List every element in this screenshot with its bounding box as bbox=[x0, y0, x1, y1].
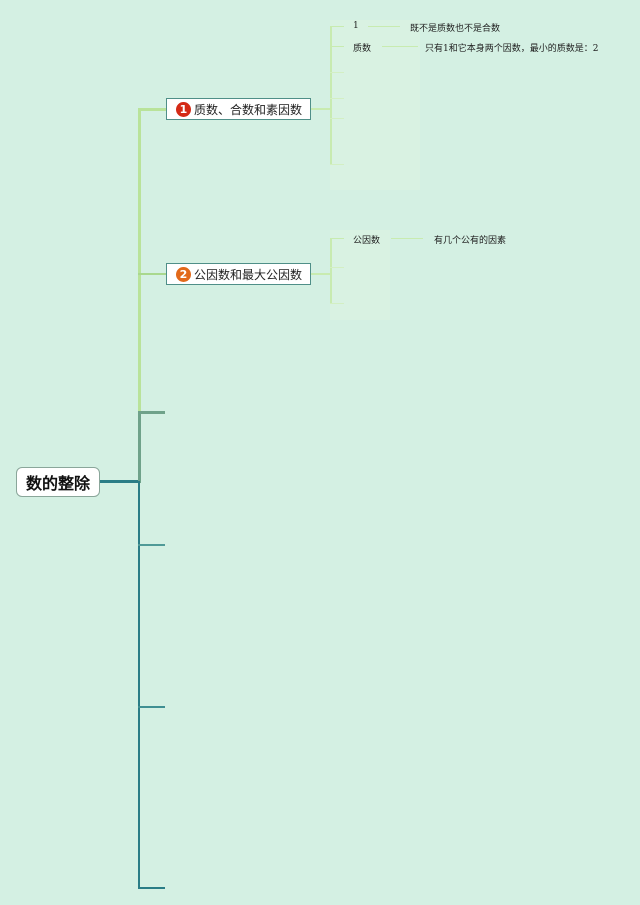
branch-empty-6 bbox=[138, 887, 165, 889]
leaf-stub bbox=[330, 303, 344, 304]
branch-topic-1 bbox=[138, 108, 166, 111]
leaf-stub bbox=[330, 46, 344, 47]
topic-node-1[interactable]: 1 质数、合数和素因数 bbox=[166, 98, 311, 120]
root-connector bbox=[99, 480, 140, 483]
leaf-stub bbox=[330, 98, 344, 99]
branch-empty-5 bbox=[138, 706, 165, 708]
leaf-stub bbox=[330, 72, 344, 73]
trunk-upper bbox=[138, 108, 141, 413]
leaf-stub bbox=[330, 267, 344, 268]
topic-label-2: 公因数和最大公因数 bbox=[194, 267, 303, 282]
branch-empty-4 bbox=[138, 544, 165, 546]
number-badge-2: 2 bbox=[176, 266, 191, 282]
trunk-lower bbox=[138, 481, 140, 889]
topic-2-connector bbox=[311, 273, 331, 275]
topic-label-1: 质数、合数和素因数 bbox=[194, 102, 303, 117]
leaf-stub bbox=[330, 26, 344, 27]
leaf-stub bbox=[330, 118, 344, 119]
branch-empty-3 bbox=[138, 411, 165, 414]
leaf-connector bbox=[391, 238, 423, 239]
leaf-term: 1 bbox=[353, 21, 359, 31]
leaf-stub bbox=[330, 238, 344, 239]
root-node[interactable]: 数的整除 bbox=[16, 467, 100, 497]
leaf-term: 公因数 bbox=[353, 236, 381, 246]
number-badge-1: 1 bbox=[176, 101, 191, 117]
leaf-definition: 只有1和它本身两个因数，最小的质数是：2 bbox=[425, 44, 599, 54]
topic-1-connector bbox=[311, 108, 331, 110]
leaf-connector bbox=[382, 46, 418, 47]
root-label: 数的整除 bbox=[25, 474, 90, 493]
trunk-mid bbox=[138, 411, 141, 483]
leaf-definition: 既不是质数也不是合数 bbox=[410, 24, 501, 34]
faint-panel bbox=[330, 230, 390, 320]
branch-topic-2 bbox=[138, 273, 166, 275]
leaf-definition: 有几个公有的因素 bbox=[434, 236, 507, 246]
topic-1-bracket bbox=[330, 26, 332, 164]
leaf-stub bbox=[330, 164, 344, 165]
topic-2-bracket bbox=[330, 238, 332, 304]
faint-panel bbox=[330, 20, 420, 190]
topic-node-2[interactable]: 2 公因数和最大公因数 bbox=[166, 263, 311, 285]
leaf-connector bbox=[368, 26, 400, 27]
leaf-term: 质数 bbox=[353, 44, 372, 54]
